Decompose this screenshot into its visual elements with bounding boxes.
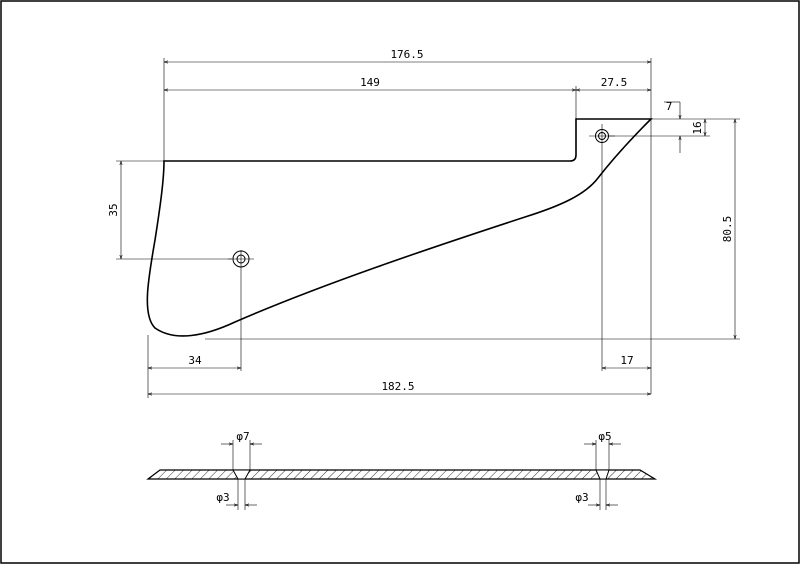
dim-phi7: φ7 [236, 430, 249, 443]
section-plate [146, 469, 658, 480]
dim-phi3-left: φ3 [216, 491, 229, 504]
dim-16: 16 [691, 121, 704, 134]
dim-176-5: 176.5 [390, 48, 423, 61]
section-view [146, 440, 658, 510]
dim-phi3-right: φ3 [575, 491, 588, 504]
fin-outline [146, 118, 653, 337]
extension-lines [116, 58, 740, 398]
dim-34: 34 [188, 354, 202, 367]
dim-7: 7 [666, 100, 673, 113]
dim-17: 17 [620, 354, 633, 367]
dim-35: 35 [107, 203, 120, 216]
dim-80-5: 80.5 [721, 216, 734, 243]
dim-phi5: φ5 [598, 430, 611, 443]
dim-149: 149 [360, 76, 380, 89]
dim-182-5: 182.5 [381, 380, 414, 393]
dim-27-5: 27.5 [601, 76, 628, 89]
dimension-lines [121, 62, 735, 394]
